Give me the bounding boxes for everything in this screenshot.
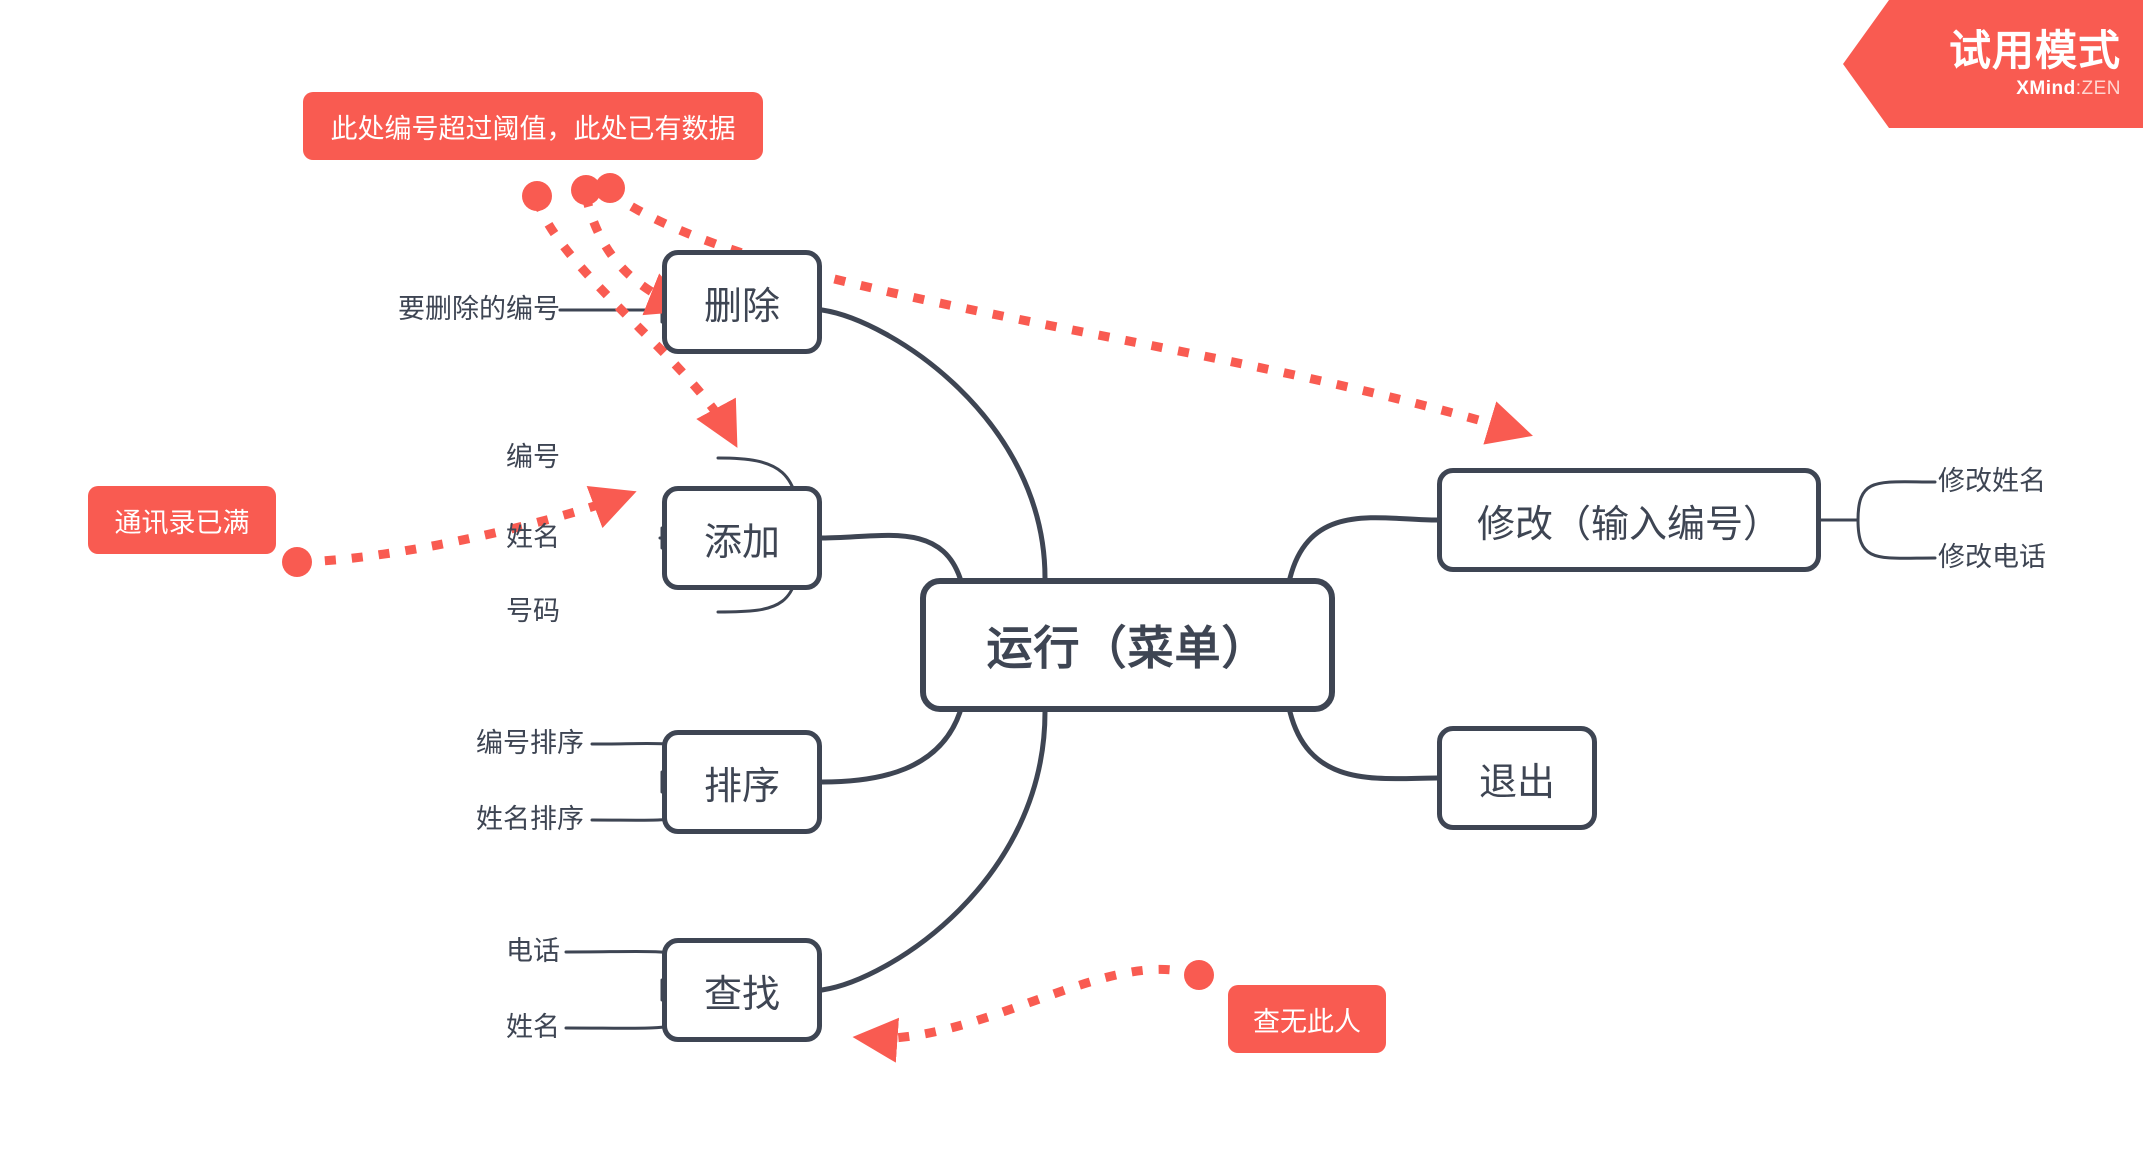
- relationship-origin-dot-notfound: [1184, 960, 1214, 990]
- subtopic-link-modify-2: [1856, 518, 1937, 560]
- brand-xmind-text: XMind: [2016, 78, 2076, 99]
- trial-mode-banner[interactable]: 试用模式 XMind:ZEN: [1843, 0, 2143, 128]
- brand-separator: :: [2075, 78, 2082, 99]
- subtopic-find-name[interactable]: 姓名: [402, 1014, 560, 1041]
- subtopic-modify-name-label: 修改姓名: [1938, 466, 2046, 496]
- main-topic-modify-label: 修改（输入编号）: [1476, 503, 1781, 546]
- callout-threshold[interactable]: 此处编号超过阈值，此处已有数据: [303, 92, 763, 160]
- subtopic-delete-number[interactable]: 要删除的编号: [370, 296, 560, 323]
- link-central-exit: [1287, 709, 1440, 782]
- subtopic-add-number[interactable]: 编号: [408, 444, 560, 471]
- subtopic-modify-phone[interactable]: 修改电话: [1938, 544, 2143, 571]
- subtopic-add-phone[interactable]: 号码: [408, 598, 560, 625]
- subtopic-modify-phone-label: 修改电话: [1938, 542, 2046, 572]
- relationship-notfound-to-find: [852, 965, 1198, 1063]
- main-topic-delete-label: 删除: [703, 285, 780, 328]
- main-topic-exit-label: 退出: [1478, 761, 1555, 804]
- trial-mode-title: 试用模式: [1948, 27, 2121, 74]
- main-topic-find-label: 查找: [703, 973, 780, 1016]
- relationship-origin-dot-threshold-modify: [595, 173, 625, 203]
- link-central-add: [819, 532, 963, 581]
- subtopic-find-name-label: 姓名: [506, 1012, 560, 1042]
- central-topic[interactable]: 运行（菜单）: [920, 578, 1335, 712]
- main-topic-sort[interactable]: 排序: [662, 730, 822, 834]
- subtopic-modify-name[interactable]: 修改姓名: [1938, 468, 2143, 495]
- main-topic-add[interactable]: 添加: [662, 486, 822, 590]
- link-central-modify: [1287, 515, 1440, 581]
- subtopic-find-phone-label: 电话: [506, 936, 560, 966]
- main-topic-delete[interactable]: 删除: [662, 250, 822, 354]
- main-topic-exit[interactable]: 退出: [1437, 726, 1597, 830]
- subtopic-sort-by-name-label: 姓名排序: [476, 804, 584, 834]
- link-central-sort: [819, 709, 963, 785]
- subtopic-delete-number-label: 要删除的编号: [398, 294, 560, 324]
- callout-not-found[interactable]: 查无此人: [1228, 985, 1386, 1053]
- subtopic-link-modify-1: [1856, 480, 1937, 522]
- central-topic-label: 运行（菜单）: [986, 622, 1269, 674]
- link-central-delete: [819, 307, 1048, 581]
- callout-threshold-label: 此处编号超过阈值，此处已有数据: [330, 113, 736, 144]
- subtopic-sort-by-number[interactable]: 编号排序: [352, 730, 584, 757]
- subtopic-sort-by-number-label: 编号排序: [476, 728, 584, 758]
- subtopic-add-number-label: 编号: [506, 442, 560, 472]
- subtopic-add-phone-label: 号码: [506, 596, 560, 626]
- brand-zen-text: ZEN: [2081, 78, 2121, 99]
- callout-contacts-full-label: 通讯录已满: [114, 507, 250, 538]
- subtopic-find-phone[interactable]: 电话: [402, 938, 560, 965]
- subtopic-sort-by-name[interactable]: 姓名排序: [352, 806, 584, 833]
- relationship-origin-dot-threshold-delete: [571, 175, 601, 205]
- main-topic-add-label: 添加: [703, 521, 780, 564]
- main-topic-modify[interactable]: 修改（输入编号）: [1437, 468, 1821, 572]
- main-topic-find[interactable]: 查找: [662, 938, 822, 1042]
- relationship-origin-dot-threshold-add: [522, 181, 552, 211]
- callout-contacts-full[interactable]: 通讯录已满: [88, 486, 276, 554]
- subtopic-add-name-label: 姓名: [506, 522, 560, 552]
- subtopic-add-name[interactable]: 姓名: [408, 524, 560, 551]
- link-central-find: [819, 709, 1048, 993]
- main-topic-sort-label: 排序: [703, 765, 780, 808]
- trial-mode-brand: XMind:ZEN: [2016, 79, 2121, 98]
- callout-not-found-label: 查无此人: [1253, 1006, 1361, 1037]
- relationship-origin-dot-contactsfull: [282, 547, 312, 577]
